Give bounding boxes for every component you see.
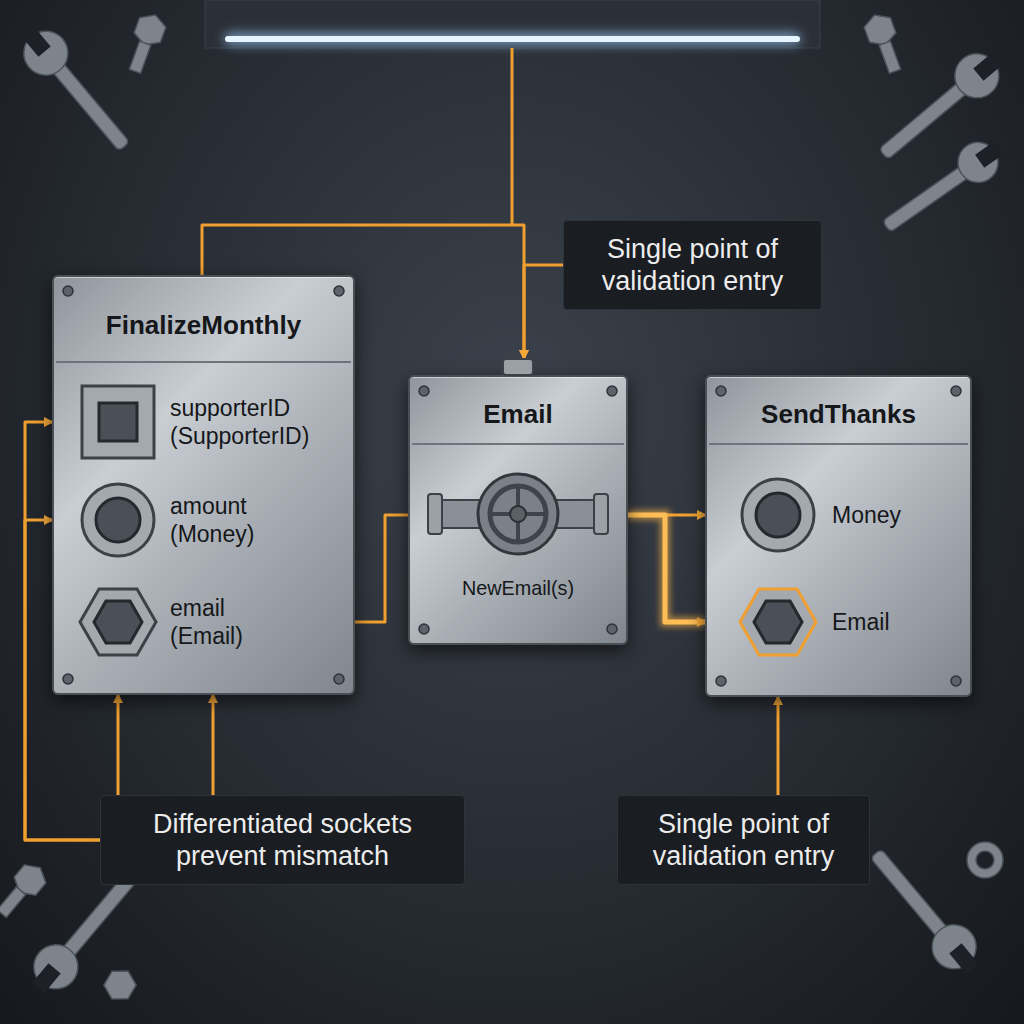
light-fixture xyxy=(205,0,820,48)
parameter-label: Email xyxy=(832,609,890,637)
round-socket xyxy=(742,479,814,551)
callout-box: Single point of validation entry xyxy=(563,220,822,310)
constructor-label: NewEmail(s) xyxy=(410,577,626,601)
hex-socket xyxy=(80,589,156,655)
screws xyxy=(63,286,961,686)
connector-glow xyxy=(628,515,705,622)
connector xyxy=(777,697,780,795)
function-plate: SendThanksMoneyEmail xyxy=(705,375,972,697)
parameter-label: Money xyxy=(832,502,901,530)
parameter-label: amount (Money) xyxy=(170,493,254,548)
callout-box: Differentiated sockets prevent mismatch xyxy=(100,795,465,885)
separators xyxy=(56,362,968,444)
parameter-label: email (Email) xyxy=(170,595,243,650)
round-socket xyxy=(82,484,154,556)
hex-socket xyxy=(740,589,816,655)
type-plate: EmailNewEmail(s) xyxy=(408,375,628,645)
plate-title: SendThanks xyxy=(707,399,970,430)
connector xyxy=(117,695,120,795)
connector xyxy=(212,695,215,795)
light-glow xyxy=(225,34,800,44)
callout-text: Single point of validation entry xyxy=(630,808,857,873)
wrenches xyxy=(0,10,1012,1006)
parameter-label: supporterID (SupporterID) xyxy=(170,395,309,450)
connector xyxy=(524,265,563,358)
connector xyxy=(628,515,705,622)
callout-text: Differentiated sockets prevent mismatch xyxy=(113,808,452,873)
plate-title: Email xyxy=(410,399,626,430)
callout-box: Single point of validation entry xyxy=(617,795,870,885)
connector xyxy=(355,515,408,622)
function-plate: FinalizeMonthly supporterID (SupporterID)… xyxy=(52,275,355,695)
light-strip xyxy=(225,36,800,42)
square-socket xyxy=(82,386,154,458)
callout-text: Single point of validation entry xyxy=(576,233,809,298)
input-knob xyxy=(503,359,533,375)
plate-title: FinalizeMonthly xyxy=(54,310,353,341)
feed-line xyxy=(511,48,514,225)
valve-pipe xyxy=(428,474,608,554)
